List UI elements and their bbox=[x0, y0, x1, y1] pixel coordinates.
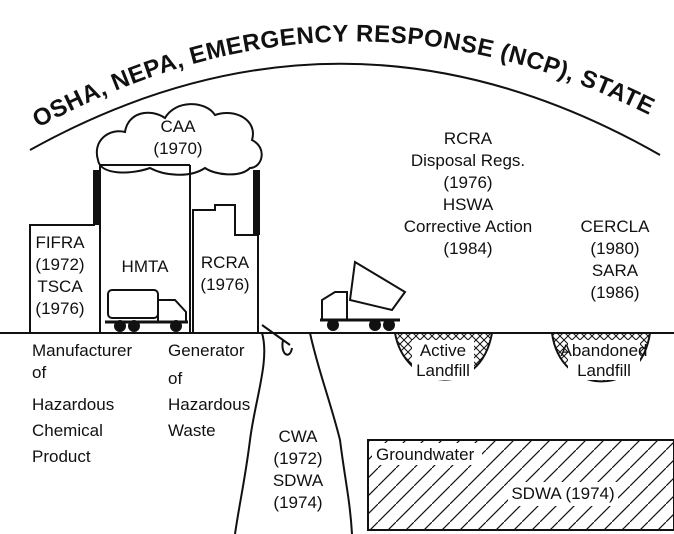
arc-title: OSHA, NEPA, EMERGENCY RESPONSE (NCP), ST… bbox=[0, 0, 666, 133]
generator-label: Generator bbox=[168, 341, 245, 360]
rcra-disposal-year: (1976) bbox=[443, 173, 492, 192]
rcra-disposal-label: RCRA bbox=[444, 129, 493, 148]
manufacturer-label-5: Product bbox=[32, 447, 91, 466]
corrective-action-label: Corrective Action bbox=[404, 217, 533, 236]
groundwater-sdwa-label: SDWA (1974) bbox=[511, 484, 614, 503]
regulation-arc bbox=[29, 62, 661, 156]
groundwater-label: Groundwater bbox=[376, 445, 475, 464]
cercla-label: CERCLA bbox=[581, 217, 651, 236]
generator-label-3: Hazardous bbox=[168, 395, 250, 414]
sdwa-year: (1974) bbox=[273, 493, 322, 512]
rcra-generator-year: (1976) bbox=[200, 275, 249, 294]
hswa-label: HSWA bbox=[443, 195, 494, 214]
generator-label-2: of bbox=[168, 369, 182, 388]
active-landfill-label: Active bbox=[420, 341, 466, 360]
dump-truck-icon bbox=[320, 260, 407, 331]
sara-year: (1986) bbox=[590, 283, 639, 302]
abandoned-landfill-label-2: Landfill bbox=[577, 361, 631, 380]
tanker-truck-icon bbox=[105, 289, 188, 332]
cwa-label: CWA bbox=[278, 427, 318, 446]
factory-icon bbox=[29, 164, 260, 333]
surface-water bbox=[234, 332, 353, 534]
tsca-year: (1976) bbox=[35, 299, 84, 318]
rcra-disposal-regs: Disposal Regs. bbox=[411, 151, 525, 170]
caa-year: (1970) bbox=[153, 139, 202, 158]
caa-label: CAA bbox=[161, 117, 197, 136]
active-landfill-label-2: Landfill bbox=[416, 361, 470, 380]
hswa-year: (1984) bbox=[443, 239, 492, 258]
fifra-label: FIFRA bbox=[35, 233, 85, 252]
smoke-cloud-icon bbox=[95, 103, 263, 176]
abandoned-landfill-label: Abandoned bbox=[561, 341, 648, 360]
fifra-year: (1972) bbox=[35, 255, 84, 274]
sdwa-label: SDWA bbox=[273, 471, 324, 490]
manufacturer-label-2: of bbox=[32, 363, 46, 382]
manufacturer-label: Manufacturer bbox=[32, 341, 132, 360]
rcra-generator-label: RCRA bbox=[201, 253, 250, 272]
generator-label-4: Waste bbox=[168, 421, 216, 440]
cercla-year: (1980) bbox=[590, 239, 639, 258]
manufacturer-label-3: Hazardous bbox=[32, 395, 114, 414]
cwa-year: (1972) bbox=[273, 449, 322, 468]
sara-label: SARA bbox=[592, 261, 639, 280]
hmta-label: HMTA bbox=[122, 257, 170, 276]
manufacturer-label-4: Chemical bbox=[32, 421, 103, 440]
tsca-label: TSCA bbox=[37, 277, 83, 296]
